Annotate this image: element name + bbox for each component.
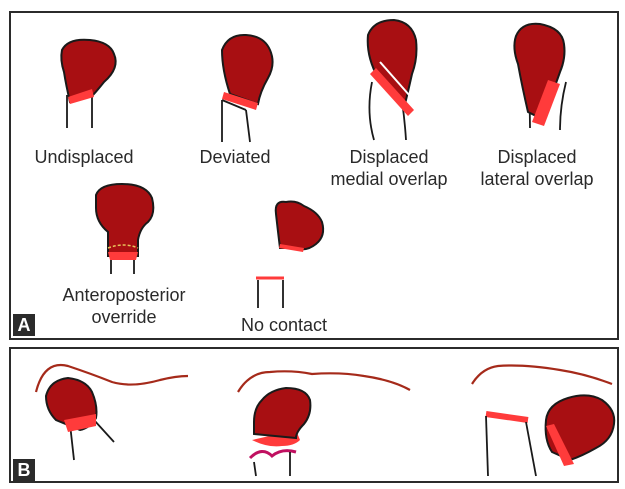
capsule-displacement-3-illustration [472, 366, 614, 477]
label-deviated: Deviated [186, 146, 284, 168]
undisplaced-illustration [61, 40, 115, 128]
label-anteroposterior-line1: Anteroposterior [52, 284, 196, 306]
label-anteroposterior-line2: override [76, 306, 172, 328]
panel-b-label: B [13, 459, 35, 481]
label-displaced-lateral-line1: Displaced [478, 146, 596, 168]
displaced-lateral-overlap-illustration [514, 24, 566, 130]
panel-a-label: A [13, 314, 35, 336]
label-no-contact: No contact [232, 314, 336, 336]
displaced-medial-overlap-illustration [368, 20, 417, 140]
no-contact-illustration [256, 202, 323, 309]
deviated-illustration [222, 35, 273, 142]
label-displaced-lateral-line2: lateral overlap [472, 168, 602, 190]
anteroposterior-override-illustration [96, 184, 153, 274]
label-displaced-medial-line2: medial overlap [322, 168, 456, 190]
capsule-displacement-1-illustration [36, 365, 188, 460]
label-displaced-medial-line1: Displaced [330, 146, 448, 168]
capsule-displacement-2-illustration [238, 371, 410, 476]
label-undisplaced: Undisplaced [26, 146, 142, 168]
panel-b-frame [10, 348, 618, 482]
